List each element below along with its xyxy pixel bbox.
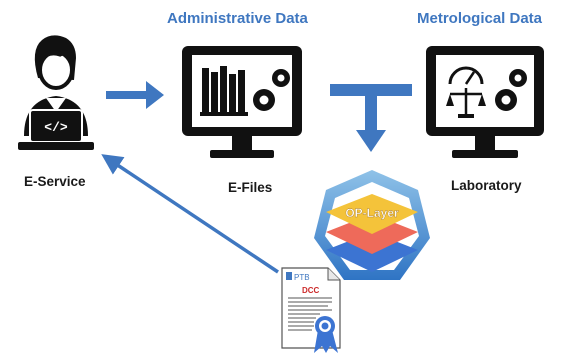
metrological-data-header: Metrological Data: [417, 10, 543, 27]
t-connector-arrow: [330, 84, 412, 152]
laboratory-monitor-icon: [426, 46, 544, 158]
layer-top: [326, 194, 418, 234]
dcc-document-icon: [281, 267, 341, 353]
efiles-label: E-Files: [228, 180, 273, 195]
efiles-monitor-icon: [182, 46, 302, 158]
dcc-title: DCC: [302, 286, 320, 295]
ribbon-icon: [314, 330, 338, 353]
arrow-to-efiles: [106, 81, 164, 109]
eservice-label: E-Service: [24, 174, 86, 189]
administrative-data-header: Administrative Data: [167, 10, 308, 27]
svg-text:</>: </>: [44, 120, 68, 135]
op-layer-label: OP-Layer: [345, 206, 399, 220]
laboratory-label: Laboratory: [451, 178, 522, 193]
op-layer-badge: [314, 170, 430, 280]
ptb-logo-text: PTB: [294, 273, 310, 282]
developer-icon: </>: [18, 35, 94, 150]
arrow-to-eservice: [101, 154, 279, 274]
